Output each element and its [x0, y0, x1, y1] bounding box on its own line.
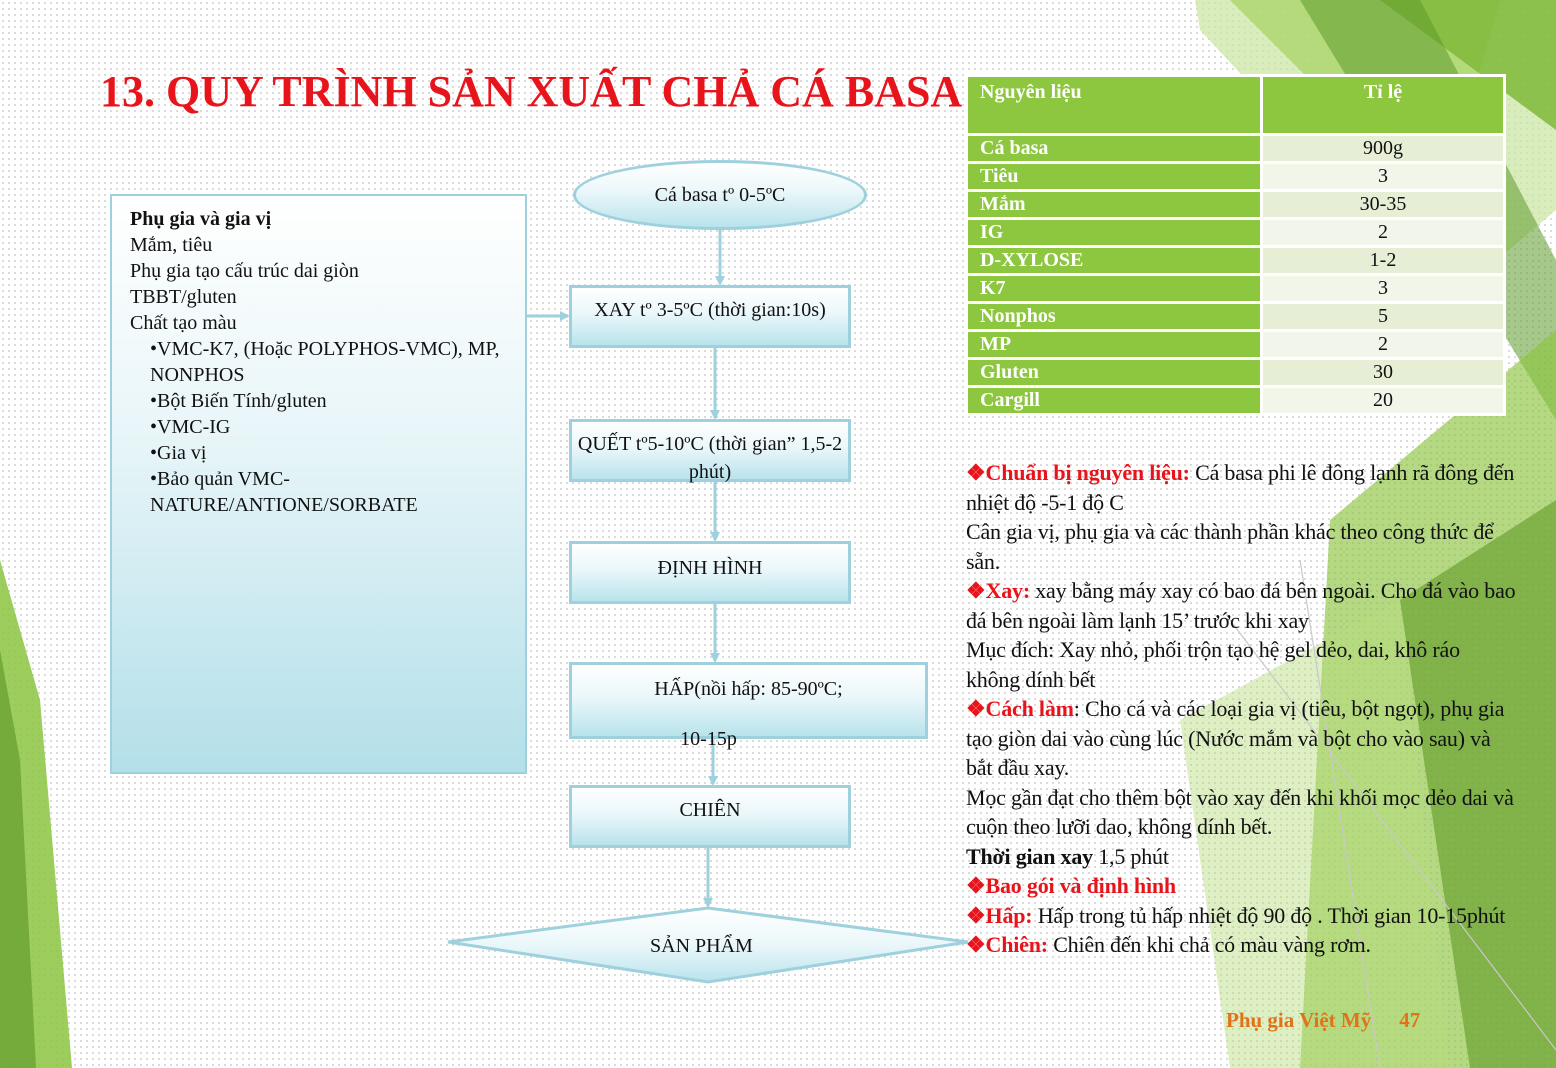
ingredient-ratio: 20: [1260, 385, 1506, 416]
ingredient-ratio: 30: [1260, 357, 1506, 388]
page-number: 47: [1399, 1008, 1421, 1032]
note-text: Chiên đến khi chả có màu vàng rơm.: [1047, 932, 1371, 957]
table-header-cell: Nguyên liệu: [965, 74, 1263, 136]
product-diamond: [447, 906, 969, 984]
note-keyword: Xay:: [985, 578, 1031, 603]
additives-panel: Phụ gia và gia vị Mắm, tiêu Phụ gia tạo …: [110, 194, 527, 774]
note-time-value: 1,5 phút: [1092, 843, 1169, 869]
table-header-row: Nguyên liệu Tỉ lệ: [965, 74, 1506, 136]
note-steam: ❖Hấp: Hấp trong tủ hấp nhiệt độ 90 độ . …: [966, 901, 1518, 931]
additives-subline: •Bột Biến Tính/gluten: [150, 390, 327, 412]
note-prep-2: Cân gia vị, phụ gia và các thành phần kh…: [966, 519, 1494, 574]
bullet-icon: ❖: [966, 460, 986, 485]
flow-step-time: 10-15p: [680, 728, 737, 750]
page-title: 13. QUY TRÌNH SẢN XUẤT CHẢ CÁ BASA: [100, 67, 963, 116]
bullet-icon: ❖: [966, 932, 986, 957]
ingredient-name: Gluten: [965, 357, 1263, 388]
bullet-icon: ❖: [966, 578, 986, 603]
note-pack: ❖Bao gói và định hình: [966, 871, 1518, 901]
note-text: Cá basa phi lê đông lạnh rã đông đến nhi…: [966, 460, 1515, 515]
ingredient-name: Cargill: [965, 385, 1263, 416]
note-text: : Cho cá và các loại gia vị (tiêu, bột n…: [966, 696, 1505, 780]
flow-step-label: QUẾT tº5-10ºC (thời gian” 1,5-2 phút): [577, 433, 843, 483]
note-grind: ❖Xay: xay bằng máy xay có bao đá bên ngo…: [966, 576, 1518, 635]
bullet-icon: ❖: [966, 696, 986, 721]
ingredient-name: Mắm: [965, 189, 1263, 220]
note-keyword: Bao gói và định hình: [985, 873, 1177, 898]
note-method: ❖Cách làm: Cho cá và các loại gia vị (ti…: [966, 694, 1518, 783]
additives-line: TBBT/gluten: [130, 286, 237, 308]
flow-step-fry: CHIÊN: [569, 785, 851, 848]
note-grind-purpose: Mục đích: Xay nhỏ, phối trộn tạo hệ gel …: [966, 637, 1460, 692]
flow-start-label: Cá basa tº 0-5ºC: [654, 184, 786, 206]
flow-step-grind: XAY tº 3-5ºC (thời gian:10s): [569, 285, 851, 348]
bullet-icon: ❖: [966, 873, 986, 898]
bullet-icon: ❖: [966, 902, 986, 928]
ingredient-name: IG: [965, 217, 1263, 248]
ingredient-name: K7: [965, 273, 1263, 304]
flow-step-label: CHIÊN: [679, 799, 741, 821]
additives-subline: •Gia vị: [150, 442, 207, 464]
note-text: xay bằng máy xay có bao đá bên ngoài. Ch…: [966, 578, 1516, 633]
additives-subline: •Bảo quản VMC-NATURE/ANTIONE/SORBATE: [150, 468, 418, 516]
flow-start-node: Cá basa tº 0-5ºC: [573, 160, 867, 230]
ingredient-ratio: 30-35: [1260, 189, 1506, 220]
ingredient-ratio: 5: [1260, 301, 1506, 332]
additives-line: Phụ gia tạo cấu trúc dai giòn: [130, 260, 359, 282]
ingredient-ratio: 2: [1260, 329, 1506, 360]
note-keyword: Chuẩn bị nguyên liệu:: [985, 460, 1190, 485]
note-prep: ❖Chuẩn bị nguyên liệu: Cá basa phi lê đô…: [966, 458, 1518, 517]
flow-step-label: XAY tº 3-5ºC (thời gian:10s): [594, 299, 826, 321]
flow-step-label: ĐỊNH HÌNH: [657, 557, 763, 579]
footer-brand: Phụ gia Việt Mỹ: [1226, 1008, 1372, 1032]
additives-line: Chất tạo màu: [130, 312, 237, 334]
note-time-label: Thời gian xay: [966, 843, 1093, 869]
note-method-2: Mọc gần đạt cho thêm bột vào xay đến khi…: [966, 784, 1514, 840]
additives-heading: Phụ gia và gia vị: [130, 208, 272, 230]
note-keyword: Hấp:: [985, 902, 1033, 928]
table-header-cell: Tỉ lệ: [1260, 74, 1506, 136]
note-keyword: Chiên:: [985, 932, 1049, 957]
additives-subline: •VMC-K7, (Hoặc POLYPHOS-VMC), MP, NONPHO…: [150, 338, 500, 386]
note-fry: ❖Chiên: Chiên đến khi chả có màu vàng rơ…: [966, 930, 1518, 960]
ingredient-ratio: 3: [1260, 273, 1506, 304]
note-text: Hấp trong tủ hấp nhiệt độ 90 độ . Thời g…: [1032, 902, 1506, 928]
additives-line: Mắm, tiêu: [130, 234, 213, 256]
ingredient-ratio: 1-2: [1260, 245, 1506, 276]
ingredient-name: Tiêu: [965, 161, 1263, 192]
flow-step-shape: ĐỊNH HÌNH: [569, 541, 851, 604]
note-keyword: Cách làm: [985, 696, 1074, 721]
flow-end-label: SẢN PHẨM: [650, 935, 753, 957]
flow-step-knead: QUẾT tº5-10ºC (thời gian” 1,5-2 phút): [569, 419, 851, 483]
ingredient-name: MP: [965, 329, 1263, 360]
flow-step-steam: HẤP(nồi hấp: 85-90ºC; 10-15p: [569, 662, 928, 750]
ingredient-name: Cá basa: [965, 133, 1263, 164]
ingredient-ratio: 2: [1260, 217, 1506, 248]
ingredient-ratio: 900g: [1260, 133, 1506, 164]
additives-subline: •VMC-IG: [150, 416, 231, 438]
ingredient-ratio: 3: [1260, 161, 1506, 192]
slide-footer: Phụ gia Việt Mỹ 47: [1226, 1008, 1420, 1033]
ingredient-name: D-XYLOSE: [965, 245, 1263, 276]
process-notes: ❖Chuẩn bị nguyên liệu: Cá basa phi lê đô…: [966, 458, 1518, 960]
ingredient-name: Nonphos: [965, 301, 1263, 332]
flow-step-label: HẤP(nồi hấp: 85-90ºC;: [654, 678, 843, 700]
note-time: Thời gian xay 1,5 phút: [966, 842, 1518, 872]
